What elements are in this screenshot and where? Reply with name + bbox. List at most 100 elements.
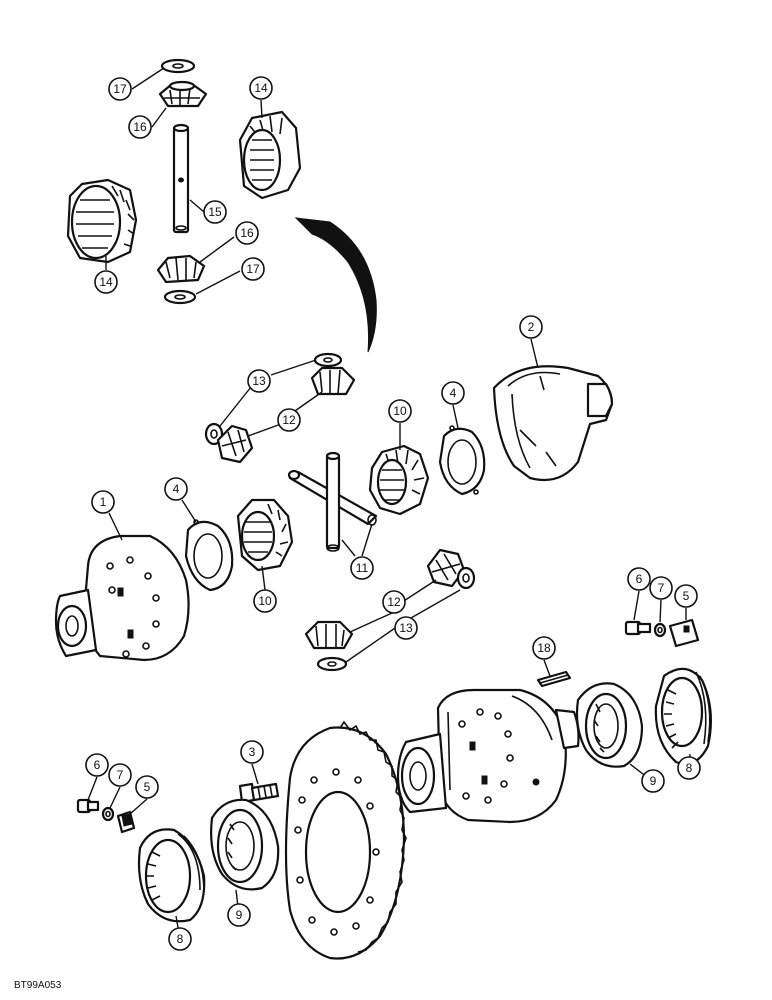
callout-13: 13: [394, 616, 418, 640]
callout-7: 7: [108, 763, 132, 787]
bolt-icon: [76, 798, 100, 814]
callout-label: 10: [393, 404, 407, 418]
callout-label: 5: [144, 780, 151, 794]
callout-circle: [388, 399, 412, 423]
callout-circle: [108, 77, 132, 101]
thrust-washer-icon: [316, 656, 348, 672]
callout-circle: [168, 927, 192, 951]
callout-15: 15: [203, 200, 227, 224]
callout-4: 4: [164, 477, 188, 501]
bolt-icon: [624, 620, 652, 636]
gasket-shim-icon: [184, 519, 234, 592]
callout-9: 9: [227, 903, 251, 927]
callout-circle: [249, 76, 273, 100]
lock-washer-icon: [101, 806, 115, 822]
callout-label: 7: [117, 768, 124, 782]
callout-6: 6: [85, 753, 109, 777]
differential-case-half-icon: [492, 365, 614, 482]
callout-label: 6: [636, 572, 643, 586]
callout-circle: [532, 636, 556, 660]
callout-label: 4: [450, 386, 457, 400]
callout-circle: [519, 315, 543, 339]
callout-label: 16: [133, 120, 147, 134]
adjuster-nut-icon: [137, 828, 206, 923]
callouts: 1716141514161721312104141011675121318367…: [85, 76, 701, 951]
side-gear-icon: [238, 110, 302, 200]
thrust-washer-icon: [163, 289, 197, 305]
differential-pinion-gear-icon: [310, 366, 356, 396]
callout-label: 11: [356, 561, 369, 575]
callout-label: 8: [177, 932, 184, 946]
callout-9: 9: [641, 769, 665, 793]
callout-circle: [108, 763, 132, 787]
callout-8: 8: [168, 927, 192, 951]
callout-17: 17: [108, 77, 132, 101]
callout-circle: [382, 590, 406, 614]
callout-circle: [677, 756, 701, 780]
roll-pin-icon: [536, 670, 572, 688]
differential-case-half-icon: [54, 534, 190, 662]
callout-12: 12: [382, 590, 406, 614]
callout-label: 7: [658, 581, 665, 595]
side-gear-icon: [236, 498, 294, 572]
bearing-icon: [210, 798, 280, 891]
ring-gear-icon: [284, 720, 407, 960]
callout-5: 5: [135, 775, 159, 799]
callout-circle: [641, 769, 665, 793]
callout-circle: [91, 490, 115, 514]
callout-label: 8: [686, 761, 693, 775]
callout-label: 6: [94, 758, 101, 772]
callout-label: 17: [113, 82, 127, 96]
callout-2: 2: [519, 315, 543, 339]
differential-pinion-gear-icon: [216, 424, 254, 464]
lock-tab-icon: [116, 810, 136, 834]
callout-label: 17: [246, 262, 260, 276]
callout-circle: [203, 200, 227, 224]
callout-label: 2: [528, 320, 535, 334]
leader-lines: [87, 67, 691, 940]
callout-1: 1: [91, 490, 115, 514]
gasket-shim-icon: [438, 425, 486, 496]
lock-tab-icon: [668, 618, 700, 648]
callout-label: 4: [173, 482, 180, 496]
callout-circle: [627, 567, 651, 591]
callout-circle: [247, 369, 271, 393]
callout-10: 10: [388, 399, 412, 423]
side-gear-icon: [66, 178, 138, 264]
differential-pinion-gear-icon: [156, 254, 206, 284]
callout-17: 17: [241, 257, 265, 281]
callout-circle: [241, 257, 265, 281]
bearing-icon: [575, 682, 644, 768]
callout-14: 14: [249, 76, 273, 100]
callout-16: 16: [128, 115, 152, 139]
callout-circle: [94, 270, 118, 294]
callout-label: 13: [252, 374, 266, 388]
differential-pinion-gear-icon: [158, 80, 208, 108]
callout-circle: [277, 408, 301, 432]
callout-label: 1: [100, 495, 107, 509]
callout-label: 15: [208, 205, 222, 219]
thrust-washer-icon: [160, 58, 196, 74]
side-gear-icon: [368, 444, 430, 516]
differential-case-assembly-icon: [396, 688, 580, 824]
differential-pinion-gear-icon: [304, 620, 354, 650]
callout-circle: [85, 753, 109, 777]
callout-label: 16: [240, 226, 254, 240]
callout-18: 18: [532, 636, 556, 660]
lock-washer-icon: [653, 622, 667, 638]
callout-circle: [135, 775, 159, 799]
thrust-washer-icon: [313, 352, 343, 368]
pinion-shaft-icon: [172, 123, 190, 234]
callout-label: 12: [387, 595, 401, 609]
callout-label: 3: [249, 745, 256, 759]
callout-circle: [240, 740, 264, 764]
callout-3: 3: [240, 740, 264, 764]
callout-12: 12: [277, 408, 301, 432]
callout-label: 14: [254, 81, 268, 95]
figure-id: BT99A053: [14, 980, 62, 991]
callout-4: 4: [441, 381, 465, 405]
cross-shaft-icon: [287, 451, 378, 552]
callout-8: 8: [677, 756, 701, 780]
thrust-washer-icon: [456, 566, 476, 590]
callout-13: 13: [247, 369, 271, 393]
